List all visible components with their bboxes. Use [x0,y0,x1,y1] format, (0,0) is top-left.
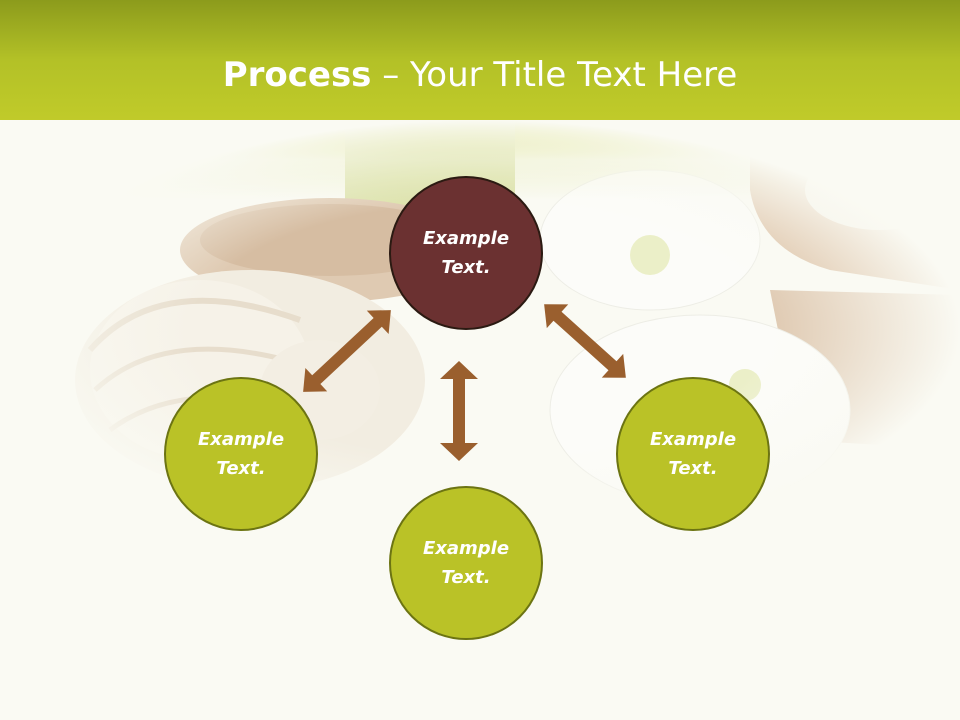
arrow-top-to-center [440,361,478,461]
title-rest: – Your Title Text Here [371,55,738,95]
node-right: Example Text. [616,377,770,531]
arrow-top-to-left [303,310,391,392]
arrow-top-to-right [544,304,626,378]
node-center: Example Text. [389,486,543,640]
node-left: Example Text. [164,377,318,531]
node-top-label: Example Text. [422,228,510,278]
node-right-label: Example Text. [649,429,737,479]
node-left-label: Example Text. [197,429,285,479]
title-bold: Process [222,55,372,95]
slide-title: Process – Your Title Text Here [0,52,960,98]
node-top: Example Text. [389,176,543,330]
node-center-label: Example Text. [422,538,510,588]
